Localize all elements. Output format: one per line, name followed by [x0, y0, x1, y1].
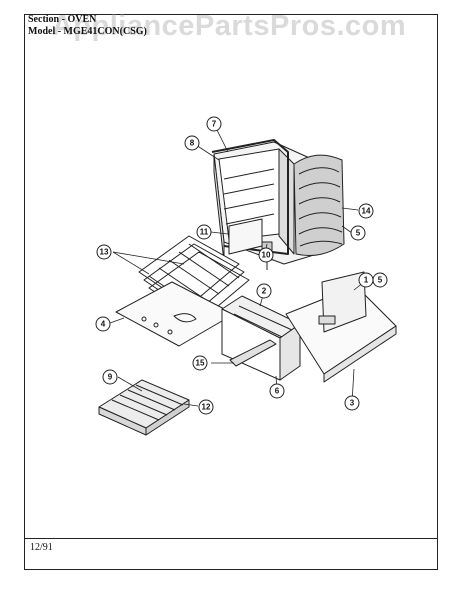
svg-text:12: 12: [202, 403, 211, 412]
svg-text:2: 2: [262, 287, 267, 296]
leader-lines: [109, 123, 365, 407]
callout-15: 15: [192, 355, 208, 371]
callout-12: 12: [198, 399, 214, 415]
callout-9: 9: [102, 369, 118, 385]
callout-3: 3: [344, 395, 360, 411]
svg-text:13: 13: [100, 248, 109, 257]
broiler-pan: [98, 379, 190, 436]
svg-text:3: 3: [350, 399, 355, 408]
insulation-wrap: [293, 154, 345, 257]
svg-text:5: 5: [356, 229, 361, 238]
section-title: Section - OVEN: [28, 14, 97, 25]
callout-11: 11: [196, 224, 212, 240]
svg-text:1: 1: [364, 276, 369, 285]
page-frame: [24, 14, 438, 570]
svg-text:4: 4: [101, 320, 106, 329]
callout-6: 6: [269, 383, 285, 399]
callout-5-upper: 5: [350, 225, 366, 241]
callout-10: 10: [258, 247, 274, 263]
callout-1: 1: [358, 272, 374, 288]
callout-14: 14: [358, 203, 374, 219]
callout-5-lower: 5: [372, 272, 388, 288]
svg-text:5: 5: [378, 276, 383, 285]
burner-assembly: [221, 295, 301, 381]
svg-text:15: 15: [196, 359, 205, 368]
callout-13: 13: [96, 244, 112, 260]
callout-8: 8: [184, 135, 200, 151]
svg-text:11: 11: [200, 228, 209, 237]
broiler-tray: [285, 271, 397, 383]
model-title: Model - MGE41CON(CSG): [28, 26, 147, 37]
callout-4: 4: [95, 316, 111, 332]
svg-text:14: 14: [362, 207, 371, 216]
svg-text:9: 9: [108, 373, 113, 382]
callout-2: 2: [256, 283, 272, 299]
page-header: Section - OVEN Model - MGE41CON(CSG): [28, 14, 147, 38]
exploded-parts-diagram: 7 8 11 14 5 13 10 1 5 2 4 15 6 3 9 12: [95, 116, 397, 436]
callout-7: 7: [206, 116, 222, 132]
svg-text:10: 10: [262, 251, 271, 260]
svg-text:7: 7: [212, 120, 217, 129]
svg-text:6: 6: [275, 387, 280, 396]
svg-text:8: 8: [190, 139, 195, 148]
footer-date: 12/91: [30, 542, 53, 553]
footer-divider: [24, 538, 438, 539]
